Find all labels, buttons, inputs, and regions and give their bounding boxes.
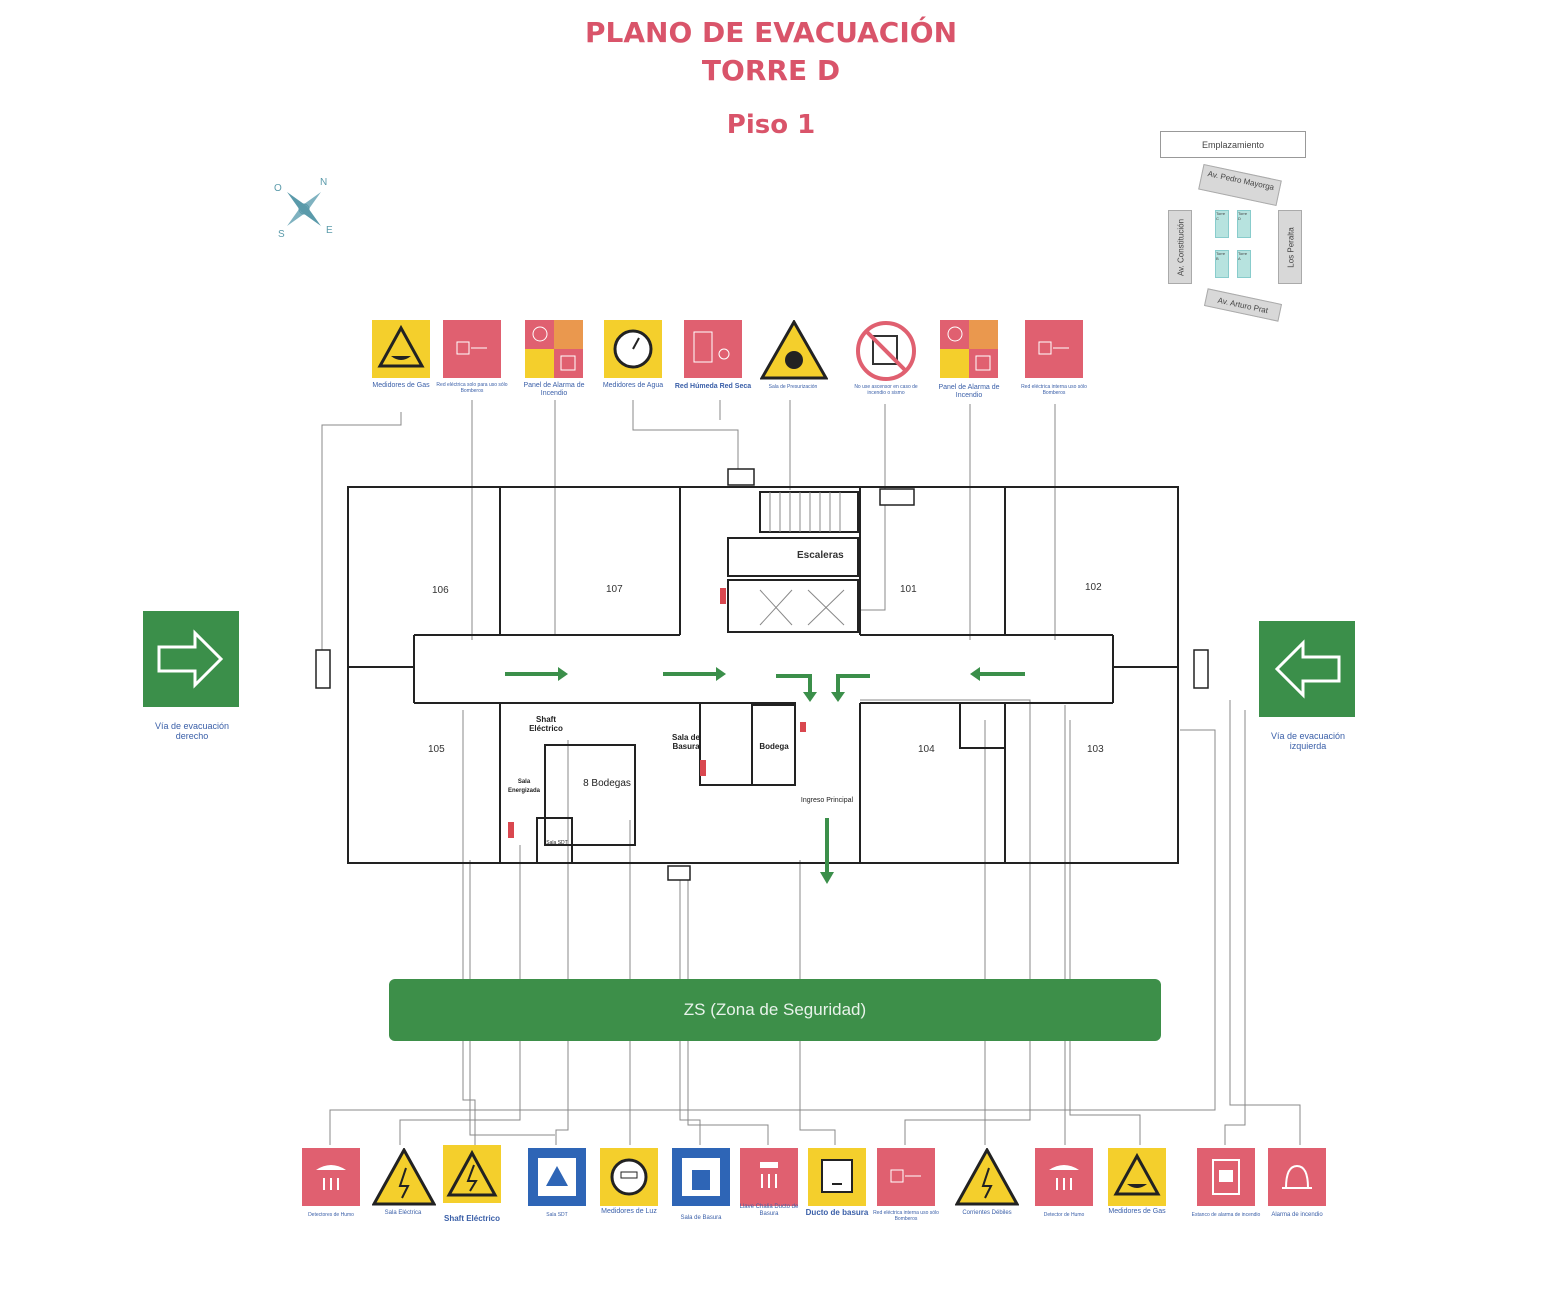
top-legend-label: Red Húmeda Red Seca bbox=[674, 383, 752, 390]
street-left: Av. Constitución bbox=[1168, 210, 1192, 284]
compass-o: O bbox=[274, 183, 282, 194]
garbage-room-icon bbox=[672, 1148, 730, 1206]
sdt-room-icon bbox=[528, 1148, 586, 1206]
plan-title: PLANO DE EVACUACIÓN bbox=[585, 16, 957, 49]
compass-s: S bbox=[278, 229, 285, 240]
top-legend-label: Medidores de Agua bbox=[602, 382, 664, 389]
stairs-label: Escaleras bbox=[797, 550, 844, 561]
bottom-legend-label: Corrientes Débiles bbox=[962, 1210, 1012, 1216]
top-legend-label: Medidores de Gas bbox=[372, 382, 430, 389]
tower-title: TORRE D bbox=[701, 54, 841, 87]
compass-n: N bbox=[320, 177, 328, 188]
fire-alarm-panel-icon bbox=[940, 320, 998, 378]
shower-valve-icon bbox=[740, 1148, 798, 1206]
bottom-legend-label: Medidores de Gas bbox=[1108, 1208, 1166, 1215]
bottom-legend-label: Detectores de Humo bbox=[308, 1212, 354, 1218]
bottom-legend-label: Shaft Eléctrico bbox=[443, 1214, 500, 1223]
evacuation-sign-right bbox=[1259, 621, 1355, 717]
bottom-legend-label: Medidores de Luz bbox=[601, 1208, 657, 1215]
street-right: Los Peralta bbox=[1278, 210, 1302, 284]
evacuation-label-left: Vía de evacuación derecho bbox=[154, 721, 230, 741]
top-legend-label: Red eléctrica solo para uso sólo Bombero… bbox=[436, 382, 508, 394]
top-legend-label: Sala de Presurización bbox=[768, 384, 818, 390]
compass-e: E bbox=[326, 225, 333, 236]
garbage-chute-icon bbox=[808, 1148, 866, 1206]
evacuation-sign-left bbox=[143, 611, 239, 707]
bottom-legend-label: Estanco de alarma de incendio bbox=[1191, 1212, 1261, 1218]
room-102: 102 bbox=[1085, 582, 1102, 593]
fire-alarm-panel-icon bbox=[525, 320, 583, 378]
fire-hose-icon bbox=[684, 320, 742, 378]
water-meter-icon bbox=[604, 320, 662, 378]
tower-tile: Torre D bbox=[1237, 210, 1251, 238]
smoke-detector-icon bbox=[302, 1148, 360, 1206]
bottom-legend-label: Ducto de basura bbox=[805, 1208, 869, 1217]
top-legend-label: Red eléctrica interna uso sólo Bomberos bbox=[1021, 384, 1087, 396]
electrical-network-icon bbox=[877, 1148, 935, 1206]
location-map-title: Emplazamiento bbox=[1160, 131, 1306, 158]
storage-units-label: 8 Bodegas bbox=[583, 778, 631, 789]
room-107: 107 bbox=[606, 584, 623, 595]
safety-zone: ZS (Zona de Seguridad) bbox=[389, 979, 1161, 1041]
tower-tile: Torre A bbox=[1237, 250, 1251, 278]
bottom-legend-label: Alarma de incendio bbox=[1271, 1212, 1323, 1218]
electrical-network-icon bbox=[443, 320, 501, 378]
storage-label: Bodega bbox=[759, 742, 789, 751]
light-meter-icon bbox=[600, 1148, 658, 1206]
room-101: 101 bbox=[900, 584, 917, 595]
floor-title: Piso 1 bbox=[726, 110, 816, 140]
bottom-legend-label: Sala de Basura bbox=[680, 1215, 722, 1221]
shaft-label: Shaft Eléctrico bbox=[529, 715, 563, 733]
weak-current-icon bbox=[954, 1146, 1020, 1206]
alarm-pull-station-icon bbox=[1197, 1148, 1255, 1206]
garbage-room-label: Sala de Basura bbox=[671, 733, 700, 751]
bottom-legend-label: Sala SDT bbox=[546, 1212, 568, 1218]
gas-meter-icon bbox=[372, 320, 430, 378]
electrical-network-icon bbox=[1025, 320, 1083, 378]
electric-shaft-icon bbox=[443, 1145, 501, 1203]
top-legend-label: No use ascensor en caso de incendio o si… bbox=[854, 384, 918, 396]
top-legend-label: Panel de Alarma de Incendio bbox=[938, 384, 1000, 399]
alarm-bell-icon bbox=[1268, 1148, 1326, 1206]
bottom-legend-label: Sala Eléctrica bbox=[384, 1210, 422, 1216]
no-elevator-icon bbox=[855, 320, 916, 381]
compass-rose-icon: N E S O bbox=[270, 175, 338, 243]
room-104: 104 bbox=[918, 744, 935, 755]
top-legend-label: Panel de Alarma de Incendio bbox=[523, 382, 585, 397]
energized-room-label: Sala Energizada bbox=[507, 779, 540, 794]
electric-warning-icon bbox=[371, 1146, 437, 1206]
tower-tile: Torre C bbox=[1215, 210, 1229, 238]
bottom-legend-label: Detector de Humo bbox=[1043, 1212, 1085, 1218]
tower-tile: Torre B bbox=[1215, 250, 1229, 278]
smoke-detector-icon bbox=[1035, 1148, 1093, 1206]
evacuation-label-right: Vía de evacuación izquierda bbox=[1270, 731, 1346, 751]
bottom-legend-label: Llave Chalia Ducto de Basura bbox=[739, 1204, 799, 1217]
room-105: 105 bbox=[428, 744, 445, 755]
sdt-room-label: Sala SDT bbox=[546, 840, 568, 846]
main-entrance-label: Ingreso Principal bbox=[800, 797, 854, 804]
bottom-legend-label: Red eléctrica interna uso sólo Bomberos bbox=[873, 1210, 939, 1222]
room-106: 106 bbox=[432, 585, 449, 596]
room-103: 103 bbox=[1087, 744, 1104, 755]
pressurization-warning-icon bbox=[759, 318, 829, 380]
gas-meter-icon bbox=[1108, 1148, 1166, 1206]
